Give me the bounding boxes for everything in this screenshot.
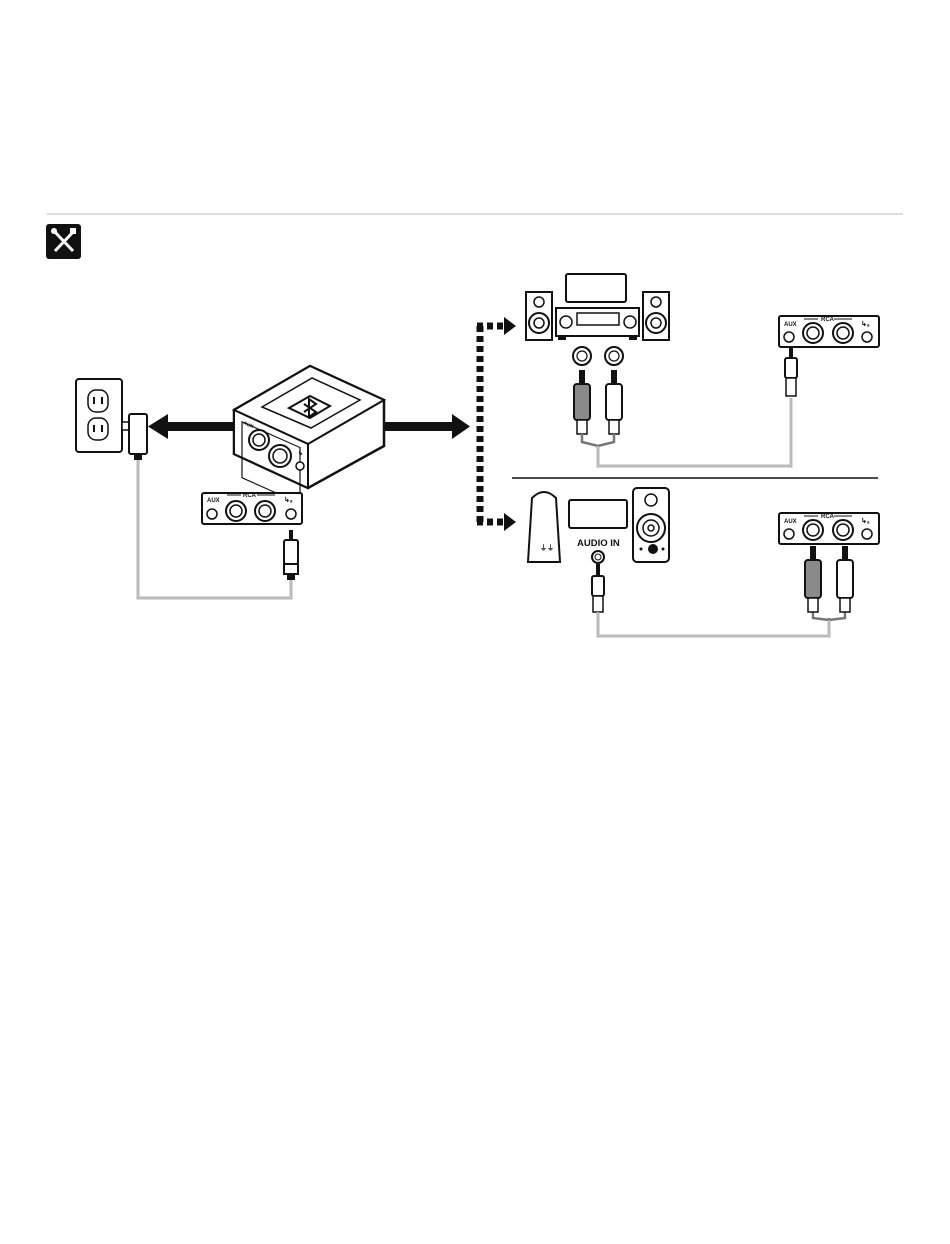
audio-in-jack <box>592 551 604 563</box>
link-arrow-right <box>384 414 470 439</box>
aux-plug-bottom <box>592 564 604 612</box>
power-outlet-icon <box>76 379 122 452</box>
left-rca-label: RCA <box>243 493 257 499</box>
aux-to-rca-cable <box>598 612 845 636</box>
svg-text:⏚⏚: ⏚⏚ <box>540 544 554 552</box>
bottom-out-symbol: ↳ₐ <box>861 517 870 525</box>
top-out-symbol: ↳ₐ <box>861 320 870 328</box>
bottom-aux-label: AUX <box>784 519 797 525</box>
aux-plug-top <box>785 346 797 396</box>
bluetooth-adapter: AUX ↳ <box>234 366 384 504</box>
power-plug <box>284 530 298 580</box>
left-aux-label: AUX <box>207 498 220 504</box>
left-out-symbol: ↳ₐ <box>284 496 293 504</box>
top-aux-label: AUX <box>784 322 797 328</box>
top-rca-label: RCA <box>821 317 835 323</box>
source-panel-left: AUX RCA ↳ₐ <box>202 493 302 524</box>
link-arrow-left <box>148 414 236 439</box>
dashed-branch <box>477 317 516 531</box>
receiver-rca-jacks <box>573 347 623 365</box>
audio-in-label: AUDIO IN <box>577 538 620 549</box>
stereo-receiver <box>526 274 669 340</box>
rca-plug-pair-bottom <box>805 546 853 612</box>
power-adapter <box>122 414 147 460</box>
adapter-out-symbol: ↳ <box>298 450 303 457</box>
bottom-rca-label: RCA <box>821 514 835 520</box>
source-panel-bottom-right: AUX RCA ↳ₐ <box>779 513 879 544</box>
source-panel-top-right: AUX RCA ↳ₐ <box>779 316 879 347</box>
tools-icon <box>46 224 81 259</box>
power-cable <box>138 460 291 598</box>
rca-plug-pair-top <box>574 370 622 434</box>
